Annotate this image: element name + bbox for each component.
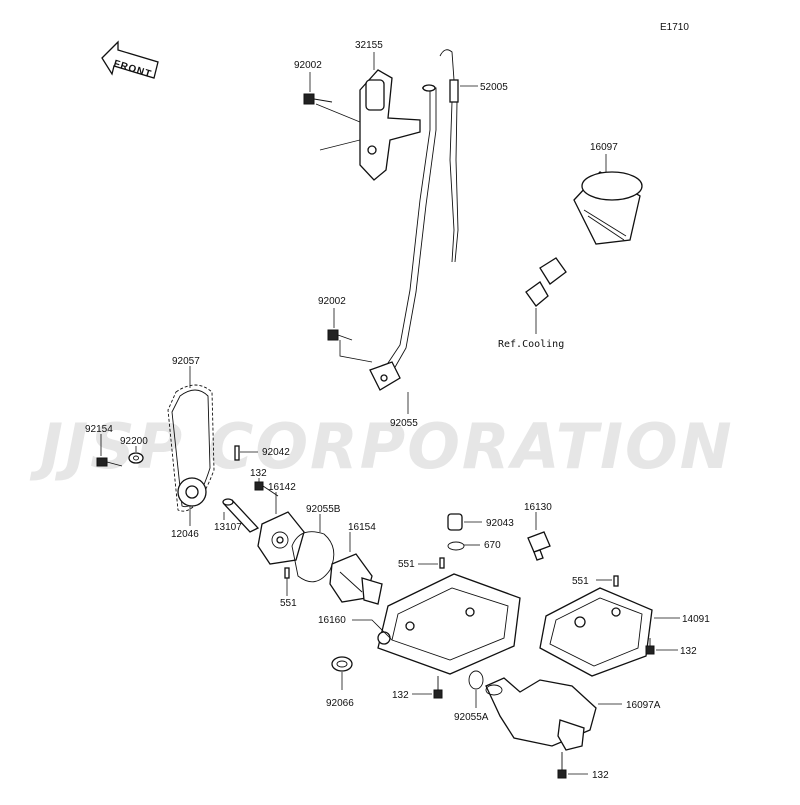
label-16097a: 16097A bbox=[626, 700, 661, 711]
pressure-switch bbox=[527, 531, 551, 561]
label-16160: 16160 bbox=[318, 615, 346, 626]
oring-92055a bbox=[468, 670, 484, 690]
label-132-bottom: 132 bbox=[592, 770, 609, 781]
pin-551-pump bbox=[284, 567, 290, 579]
ref-cooling-label: Ref.Cooling bbox=[498, 339, 564, 350]
label-13107: 13107 bbox=[214, 522, 242, 533]
pin-92042 bbox=[234, 445, 240, 461]
label-92055: 92055 bbox=[390, 418, 418, 429]
label-92057: 92057 bbox=[172, 356, 200, 367]
bolt-92154 bbox=[96, 457, 123, 467]
label-92042: 92042 bbox=[262, 447, 290, 458]
label-92002-lower: 92002 bbox=[318, 296, 346, 307]
pump-shaft bbox=[222, 498, 260, 533]
front-arrow-icon: FRONT bbox=[101, 40, 159, 80]
filter-fitting bbox=[525, 257, 567, 307]
dipstick bbox=[439, 49, 459, 263]
label-551-center: 551 bbox=[398, 559, 415, 570]
drive-chain bbox=[167, 384, 215, 512]
oil-pump bbox=[257, 511, 305, 565]
bolt-92002-upper bbox=[303, 93, 333, 105]
label-52005: 52005 bbox=[480, 82, 508, 93]
label-132-housing: 132 bbox=[392, 690, 409, 701]
oil-filter bbox=[573, 171, 643, 245]
label-92200: 92200 bbox=[120, 436, 148, 447]
pump-housing bbox=[377, 573, 521, 675]
sprocket bbox=[177, 477, 207, 507]
label-16130: 16130 bbox=[524, 502, 552, 513]
oil-strainer bbox=[329, 553, 383, 605]
bolt-132-housing bbox=[433, 676, 443, 699]
label-670: 670 bbox=[484, 540, 501, 551]
bolt-132-cover bbox=[645, 638, 655, 655]
label-92055b: 92055B bbox=[306, 504, 341, 515]
plug-92066 bbox=[331, 656, 353, 672]
pin-551-cover bbox=[613, 575, 619, 587]
label-14091: 14091 bbox=[682, 614, 710, 625]
label-92002-upper: 92002 bbox=[294, 60, 322, 71]
label-132-cover: 132 bbox=[680, 646, 697, 657]
label-16142: 16142 bbox=[268, 482, 296, 493]
leader-lines bbox=[100, 52, 680, 775]
label-16097: 16097 bbox=[590, 142, 618, 153]
bolt-92002-lower bbox=[327, 329, 353, 341]
bolt-132-bottom bbox=[557, 752, 567, 779]
dipstick-bracket bbox=[359, 69, 421, 181]
label-92055a: 92055A bbox=[454, 712, 489, 723]
label-551-pump: 551 bbox=[280, 598, 297, 609]
diagram-code: E1710 bbox=[660, 22, 689, 33]
pump-gasket bbox=[291, 531, 335, 583]
label-12046: 12046 bbox=[171, 529, 199, 540]
label-16154: 16154 bbox=[348, 522, 376, 533]
collar-92043 bbox=[447, 513, 463, 531]
part-labels: 32155 92002 52005 16097 92002 92055 9205… bbox=[85, 40, 710, 781]
oil-pipe bbox=[369, 84, 437, 391]
filter-mount bbox=[485, 677, 597, 751]
label-92066: 92066 bbox=[326, 698, 354, 709]
label-551-cover: 551 bbox=[572, 576, 589, 587]
pin-551-center bbox=[439, 557, 445, 569]
washer-92200 bbox=[128, 452, 144, 464]
watermark: JJSP CORPORATION bbox=[29, 410, 734, 483]
label-132-pump: 132 bbox=[250, 468, 267, 479]
oring-670 bbox=[447, 541, 465, 551]
pump-cover bbox=[539, 587, 653, 677]
label-92043: 92043 bbox=[486, 518, 514, 529]
label-92154: 92154 bbox=[85, 424, 113, 435]
label-32155: 32155 bbox=[355, 40, 383, 51]
